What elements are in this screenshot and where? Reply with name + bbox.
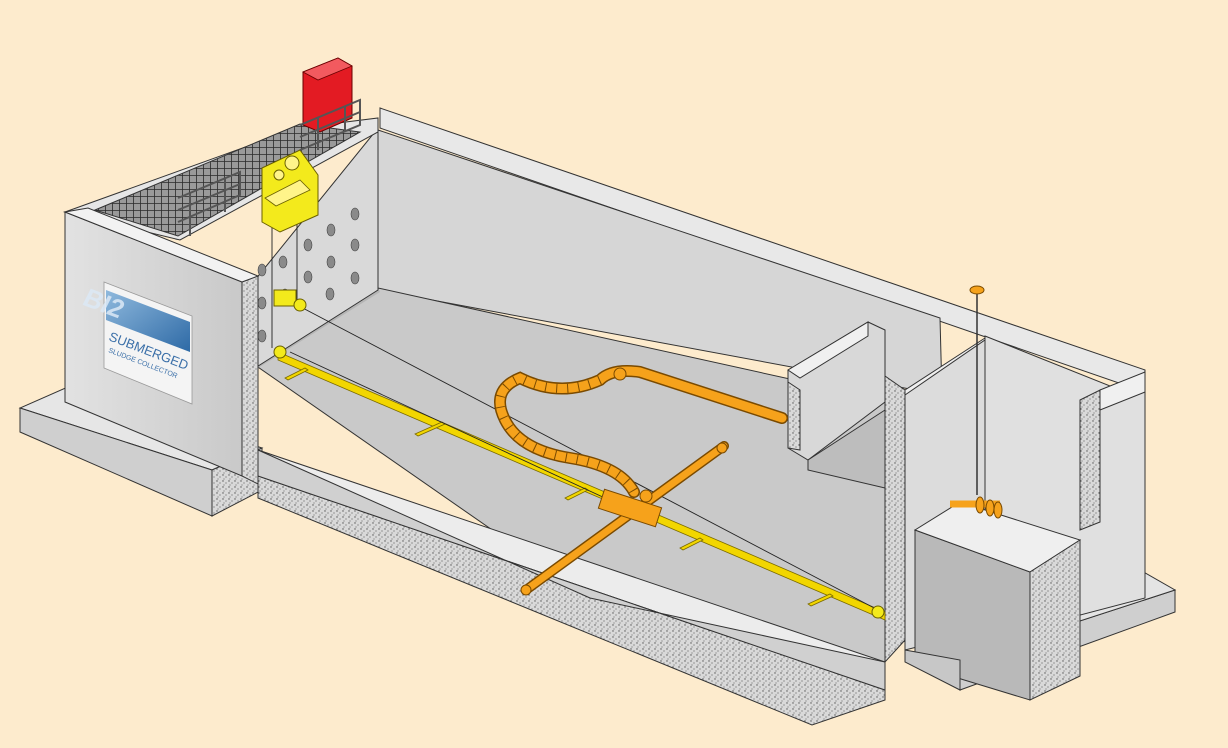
outlet-chamber (904, 335, 1146, 701)
telescoping-valve (950, 285, 1003, 519)
brand-logo: BI2 SUBMERGED SLUDGE COLLECTOR (78, 281, 193, 405)
front-wall-cut (257, 449, 886, 726)
sludge-hose (494, 365, 788, 498)
effluent-trough (787, 321, 886, 489)
guard-railing (177, 98, 361, 236)
wall-inlet-holes (257, 207, 360, 343)
drive-motor (302, 57, 353, 133)
corner-pulleys (273, 289, 885, 619)
grating-deck (93, 123, 362, 237)
collector-header (520, 441, 729, 596)
